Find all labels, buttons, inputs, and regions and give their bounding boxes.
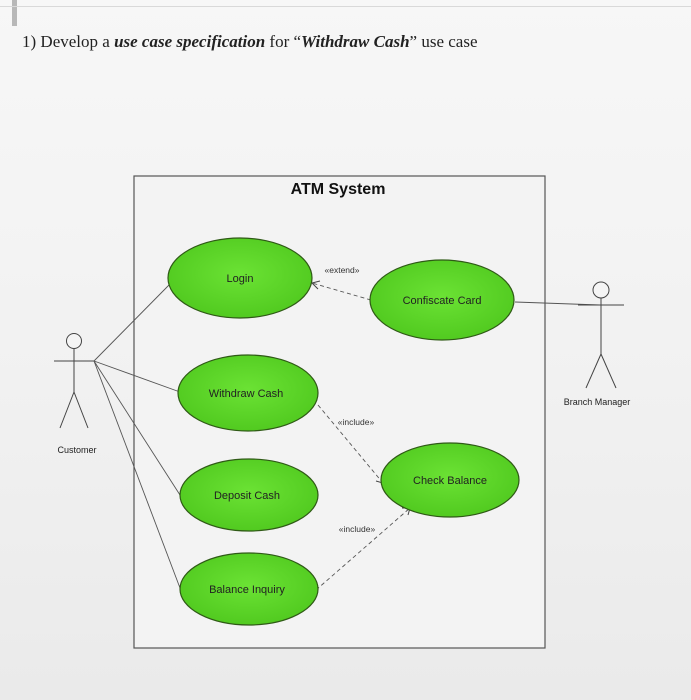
use-case-balance-inquiry-shape bbox=[179, 552, 319, 626]
system-title: ATM System bbox=[291, 181, 386, 198]
use-case-deposit-cash[interactable]: Deposit Cash bbox=[179, 458, 319, 532]
use-case-login-label: Login bbox=[227, 273, 254, 285]
use-case-withdraw-cash[interactable]: Withdraw Cash bbox=[177, 354, 319, 432]
question-middle: for “ bbox=[265, 32, 302, 51]
use-case-confiscate-card-label: Confiscate Card bbox=[403, 295, 482, 307]
use-case-deposit-cash-shape bbox=[179, 458, 319, 532]
use-case-balance-inquiry[interactable]: Balance Inquiry bbox=[179, 552, 319, 626]
customer-associations bbox=[93, 283, 181, 589]
use-case-check-balance-label: Check Balance bbox=[413, 475, 487, 487]
question-suffix: ” use case bbox=[409, 32, 478, 51]
actor-branch-manager-head bbox=[592, 281, 610, 299]
extend-relation-line bbox=[311, 282, 372, 301]
question-emphasis: use case specification bbox=[114, 32, 266, 51]
question-text: 1) Develop a use case specification for … bbox=[22, 32, 662, 52]
use-case-check-balance[interactable]: Check Balance bbox=[380, 442, 520, 518]
actor-branch-manager[interactable] bbox=[578, 281, 624, 389]
actor-branch-manager-left-leg bbox=[585, 353, 602, 389]
actor-branch-manager-label: Branch Manager bbox=[564, 397, 631, 407]
top-rule bbox=[0, 6, 691, 7]
extend-label: «extend» bbox=[325, 265, 360, 275]
include-label-balance: «include» bbox=[339, 524, 376, 534]
actor-customer[interactable] bbox=[54, 333, 94, 429]
use-case-withdraw-cash-label: Withdraw Cash bbox=[209, 388, 284, 400]
use-case-withdraw-cash-shape bbox=[177, 354, 319, 432]
assoc-customer-balance-inquiry bbox=[93, 360, 181, 589]
question-case-name: Withdraw Cash bbox=[301, 32, 410, 51]
top-margin-mark bbox=[12, 0, 17, 26]
use-case-balance-inquiry-label: Balance Inquiry bbox=[209, 584, 285, 596]
assoc-customer-deposit bbox=[93, 360, 181, 496]
use-case-login[interactable]: Login bbox=[167, 237, 313, 319]
include-label-withdraw: «include» bbox=[338, 417, 375, 427]
use-case-confiscate-card[interactable]: Confiscate Card bbox=[369, 259, 515, 341]
actor-customer-left-leg bbox=[59, 391, 75, 429]
include-withdraw-line bbox=[317, 404, 384, 484]
use-case-deposit-cash-label: Deposit Cash bbox=[214, 490, 280, 502]
actor-customer-head bbox=[66, 333, 82, 349]
actor-branch-manager-right-leg bbox=[600, 353, 617, 389]
assoc-customer-login bbox=[93, 283, 171, 362]
assoc-customer-withdraw bbox=[93, 360, 181, 393]
use-case-check-balance-shape bbox=[380, 442, 520, 518]
actor-customer-right-leg bbox=[73, 391, 89, 429]
question-prefix: 1) Develop a bbox=[22, 32, 115, 51]
use-case-confiscate-card-shape bbox=[369, 259, 515, 341]
actor-customer-label: Customer bbox=[57, 445, 96, 455]
use-case-login-shape bbox=[167, 237, 313, 319]
